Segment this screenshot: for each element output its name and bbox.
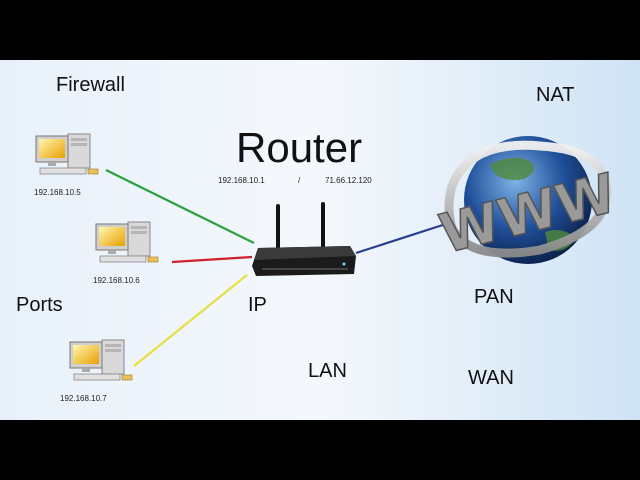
router-wan-ip: 71.66.12.120 [325, 176, 372, 185]
computer-icon-1 [35, 133, 99, 175]
link-line-internet [355, 220, 453, 255]
label-firewall: Firewall [56, 74, 125, 96]
label-ports: Ports [16, 294, 63, 316]
router-icon [252, 202, 356, 276]
label-nat: NAT [536, 84, 575, 106]
label-lan: LAN [308, 360, 347, 382]
computer-ip-1: 192.168.10.5 [34, 188, 81, 197]
label-ip: IP [248, 294, 267, 316]
computer-icon-3 [69, 339, 133, 381]
computer-icon-2 [95, 221, 159, 263]
page-title: Router [236, 124, 363, 171]
label-pan: PAN [474, 286, 514, 308]
link-line-1 [105, 169, 255, 244]
label-wan: WAN [468, 367, 514, 389]
computer-ip-3: 192.168.10.7 [60, 394, 107, 403]
router-ip-separator: / [298, 176, 301, 185]
computer-ip-2: 192.168.10.6 [93, 276, 140, 285]
link-line-3 [133, 274, 248, 367]
link-line-2 [171, 255, 253, 264]
router-lan-ip: 192.168.10.1 [218, 176, 265, 185]
